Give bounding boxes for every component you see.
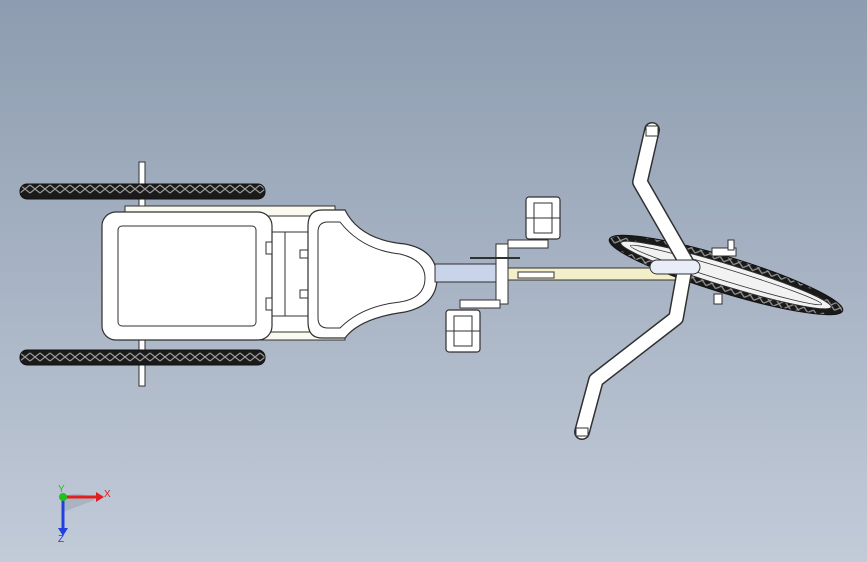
cargo-box[interactable] bbox=[101, 211, 273, 341]
grip-bottom[interactable] bbox=[575, 427, 589, 437]
triad-origin bbox=[59, 493, 67, 501]
rear-tire-right[interactable] bbox=[19, 349, 266, 366]
seat-post-tube bbox=[434, 263, 506, 283]
pedal-top[interactable] bbox=[525, 196, 561, 240]
triad-z-label: Z bbox=[58, 534, 64, 545]
grip-top[interactable] bbox=[645, 125, 659, 137]
crank-assembly[interactable] bbox=[459, 239, 549, 309]
seat[interactable] bbox=[307, 209, 438, 339]
handlebar-stem[interactable] bbox=[649, 259, 701, 275]
reference-triad: X Y Z bbox=[58, 484, 111, 545]
triad-x-label: X bbox=[104, 489, 111, 500]
front-wheel[interactable] bbox=[604, 222, 848, 328]
frame-clamp bbox=[517, 271, 555, 279]
front-axle-bolt bbox=[727, 239, 735, 251]
front-axle bbox=[711, 247, 737, 257]
pedal-bottom[interactable] bbox=[445, 309, 481, 353]
handlebar[interactable] bbox=[574, 122, 694, 440]
triad-y-label: Y bbox=[58, 484, 65, 495]
front-fork-bolt bbox=[713, 293, 723, 305]
rear-tire-left[interactable] bbox=[19, 183, 266, 200]
